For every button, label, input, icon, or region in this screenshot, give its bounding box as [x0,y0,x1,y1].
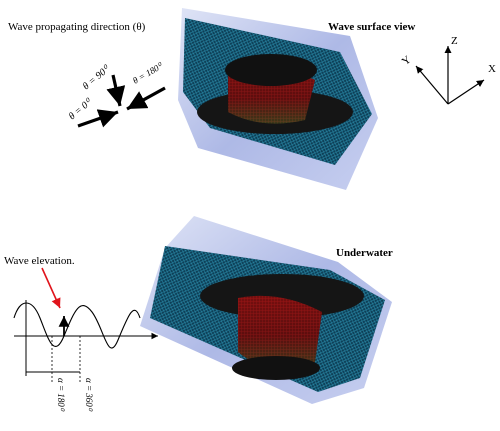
axis-x-arrow [447,79,485,105]
wave-profile-curve [13,302,141,349]
axis-y-arrow [415,65,449,105]
theta-180-label: θ = 180⁰ [131,60,165,85]
wave-direction-arrows [77,74,166,128]
wave-direction-label: Wave propagating direction (θ) [8,21,146,33]
surface-view-render [178,8,378,190]
axis-z-label: Z [451,35,458,47]
arrow-theta-0 [77,109,119,128]
wave-surface-view-title: Wave surface view [328,21,415,33]
underwater-title: Underwater [336,247,393,259]
theta-90-label: θ = 90⁰ [81,63,113,92]
arrow-theta-90 [106,74,126,107]
axis-y-label: Y [400,54,414,68]
alpha-360-label: α = 360⁰ [84,378,94,412]
wave-elevation-label: Wave elevation. [4,255,75,267]
axis-x-label: X [488,63,496,75]
hull-bottom-underwater [232,356,320,380]
axis-triad: Z X Y [400,35,496,105]
arrow-theta-180 [126,86,166,111]
wave-elevation-pointer [41,267,61,309]
underwater-view-render [140,216,392,404]
wave-elevation-sketch: Wave elevation. α = 180⁰ α = 360⁰ [4,255,158,412]
theta-0-label: θ = 0⁰ [67,96,95,122]
alpha-180-label: α = 180⁰ [56,378,66,412]
hull-top [225,54,317,86]
